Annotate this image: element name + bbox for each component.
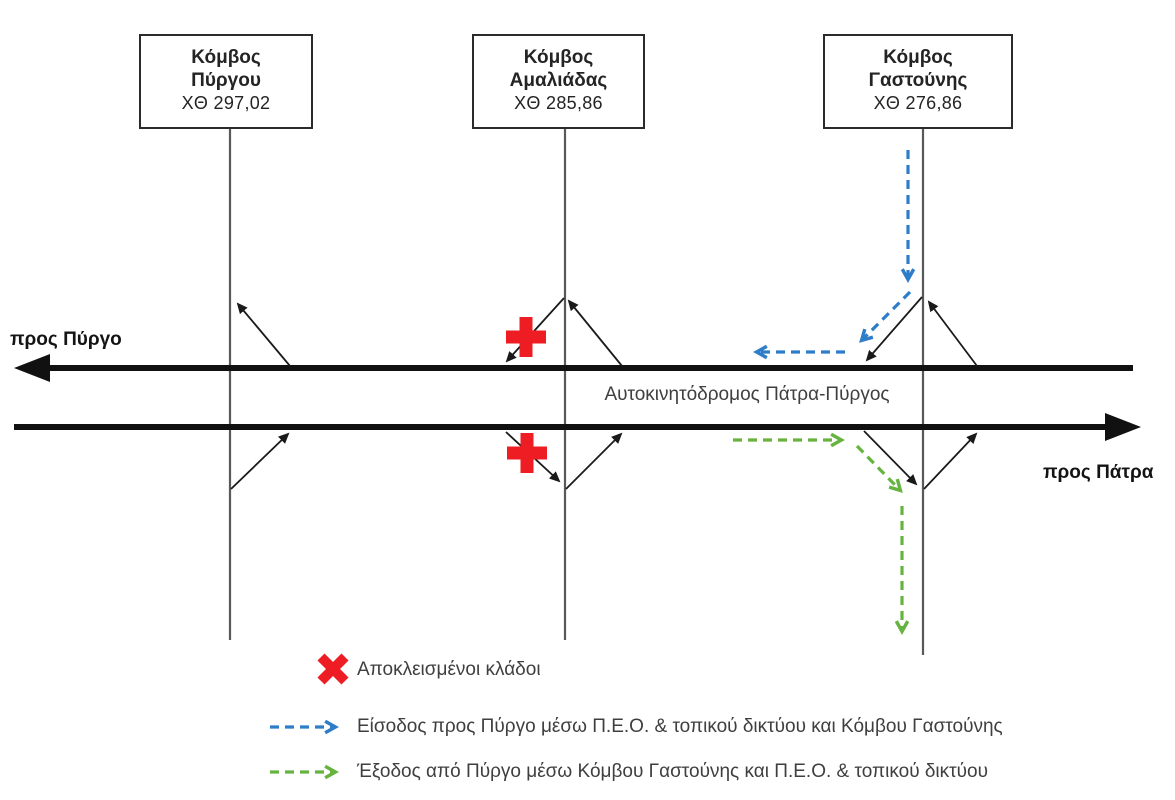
junction-chainage: ΧΘ 297,02 bbox=[181, 93, 271, 113]
eastbound-arrowhead bbox=[1105, 413, 1141, 441]
junction-box-amaliada: Κόμβος Αμαλιάδας ΧΘ 285,86 bbox=[472, 34, 645, 129]
ramps-pyrgos bbox=[230, 302, 291, 490]
legend-label-exit-route: Έξοδος από Πύργο μέσω Κόμβου Γαστούνης κ… bbox=[357, 761, 989, 782]
direction-label-to-patra: προς Πάτρα bbox=[1043, 462, 1154, 483]
legend-label-blocked: Αποκλεισμένοι κλάδοι bbox=[357, 659, 541, 680]
junction-chainage: ΧΘ 276,86 bbox=[873, 93, 963, 113]
junction-box-pyrgos: Κόμβος Πύργου ΧΘ 297,02 bbox=[139, 34, 313, 129]
direction-label-to-pyrgos: προς Πύργο bbox=[10, 329, 122, 350]
junction-name-line2: Γαστούνης bbox=[868, 70, 968, 91]
junction-name-line1: Κόμβος bbox=[883, 47, 953, 68]
junction-name-line2: Αμαλιάδας bbox=[509, 70, 608, 91]
junction-chainage: ΧΘ 285,86 bbox=[514, 93, 603, 113]
ramps-gastouni bbox=[863, 296, 978, 490]
junction-name-line1: Κόμβος bbox=[523, 47, 594, 68]
legend-label-entry-route: Είσοδος προς Πύργο μέσω Π.Ε.Ο. & τοπικού… bbox=[357, 716, 1003, 737]
junction-name-line2: Πύργου bbox=[191, 70, 261, 91]
motorway-eastbound-line bbox=[14, 413, 1141, 441]
junction-box-gastouni: Κόμβος Γαστούνης ΧΘ 276,86 bbox=[823, 34, 1013, 129]
motorway-title: Αυτοκινητόδρομος Πάτρα-Πύργος bbox=[604, 384, 890, 405]
blocked-ramp-cross-bottom-icon bbox=[507, 433, 547, 473]
westbound-arrowhead bbox=[14, 354, 50, 382]
entry-route-blue-path bbox=[760, 150, 910, 352]
motorway-westbound-line bbox=[14, 354, 1133, 382]
junction-name-line1: Κόμβος bbox=[191, 47, 261, 68]
exit-route-green-path bbox=[733, 440, 902, 628]
blocked-cross-icon bbox=[317, 653, 349, 685]
blocked-ramp-cross-top-icon bbox=[506, 317, 546, 357]
